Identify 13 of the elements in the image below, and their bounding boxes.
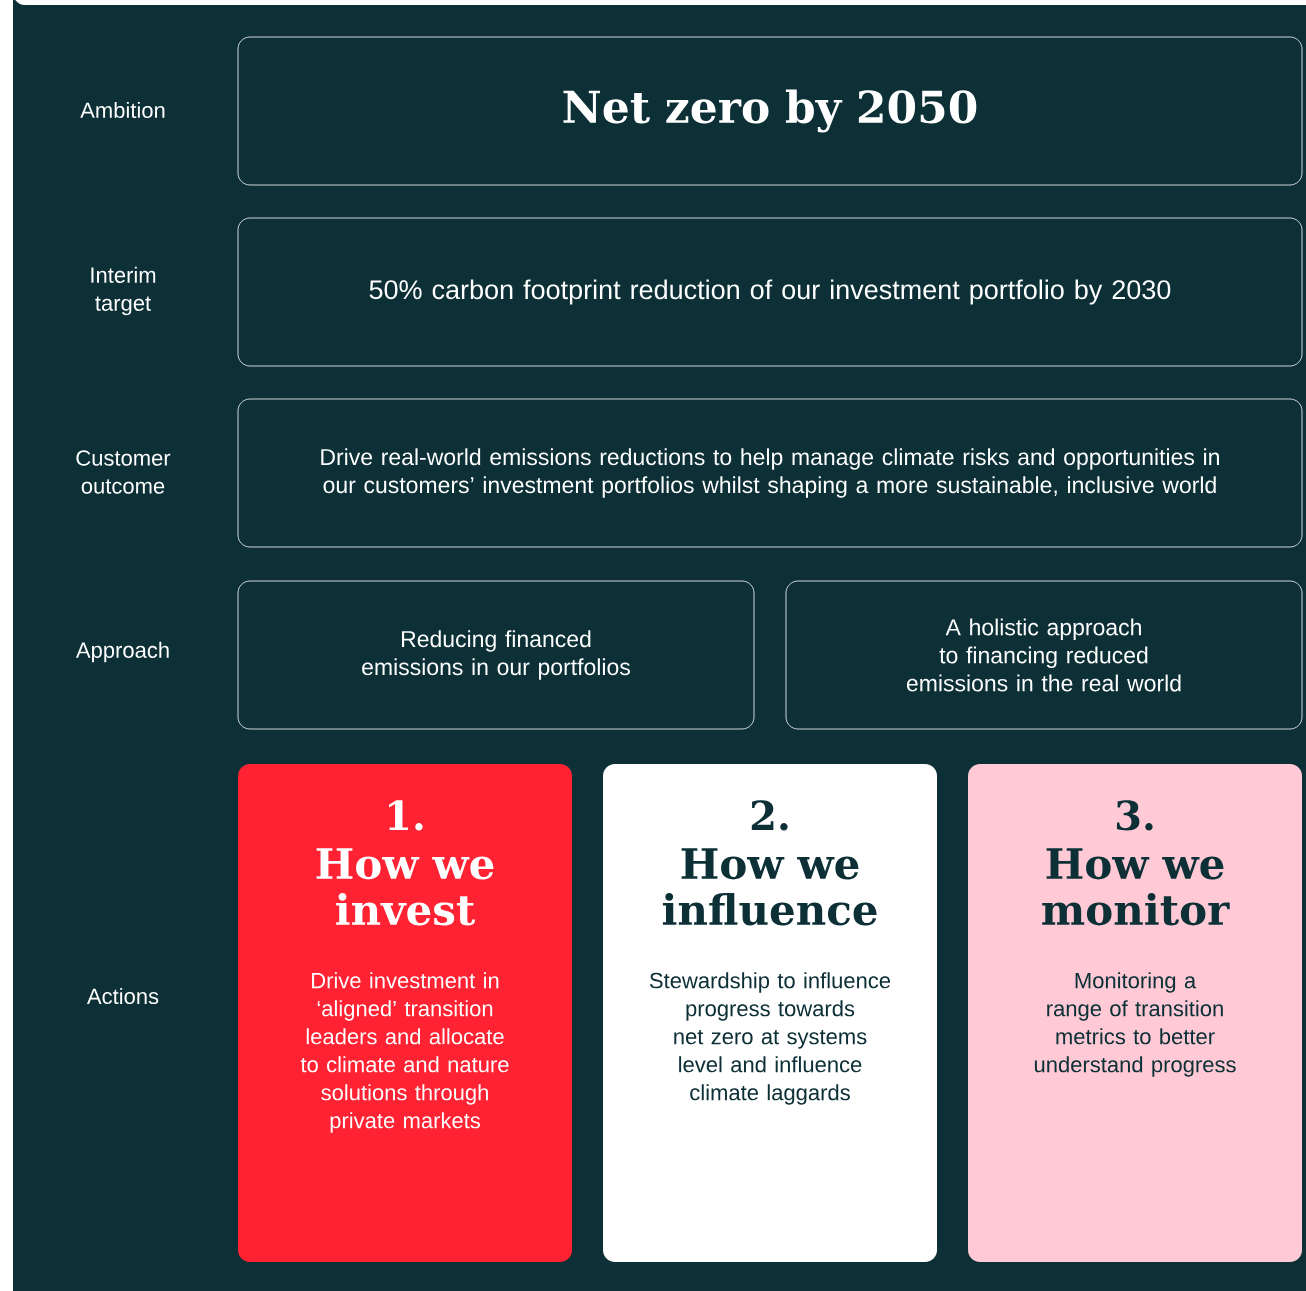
row-label: Actions (87, 987, 159, 1005)
action-card: 1. How we invest Drive investment in ‘aligned’ transition leaders and allocate to climate and nature solutions through private markets (238, 764, 572, 1262)
row-label: Customer outcome (76, 450, 171, 494)
row-label: Ambition (80, 101, 165, 119)
row-label: Interim target (91, 266, 156, 316)
statement-box: Net zero by 2050 (237, 36, 1303, 186)
row-label: Approach (75, 641, 169, 663)
action-card: 2. How we influence Stewardship to influence progress towards net zero at systems level and influence climate laggards (603, 764, 937, 1262)
statement-box: Reducing financed emissions in our portfolios (237, 580, 755, 730)
statement-box: 50% carbon footprint reduction of our investment portfolio by 2030 (237, 217, 1303, 367)
action-card: 3. How we monitor Monitoring a range of transition metrics to better understand progress (968, 764, 1302, 1262)
statement-box: Drive real-world emissions reductions to help manage climate risks and opportunities in our customers’ investment portfolios whilst shaping a more sustainable, inclusive world (237, 398, 1303, 548)
statement-box: A holistic approach to financing reduced emissions in the real world (785, 580, 1303, 730)
